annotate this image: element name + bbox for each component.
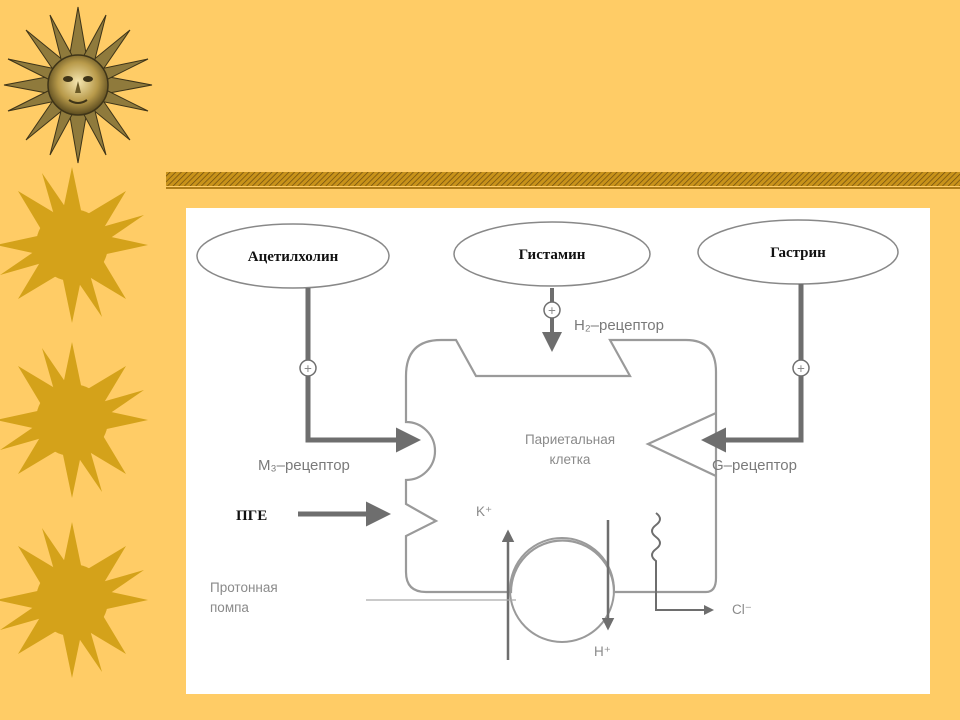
svg-text:+: + (304, 361, 312, 376)
proton-pump (509, 537, 615, 643)
gold-sun-icon (0, 522, 148, 678)
gastrin-node (697, 219, 899, 285)
proton-pump-label-line2: помпа (210, 600, 249, 615)
acetylcholine-node (196, 223, 390, 289)
h-ion-label: H⁺ (594, 644, 611, 659)
metallic-sun-icon (3, 6, 153, 164)
gastrin-pathway-arrow (701, 284, 804, 453)
svg-text:+: + (797, 361, 805, 376)
k-ion-label: K⁺ (476, 504, 492, 519)
divider-line (166, 172, 960, 189)
acetylcholine-pathway-arrow (305, 288, 421, 453)
cl-ion-label: Cl⁻ (732, 602, 752, 617)
g-receptor-notch (645, 411, 717, 477)
cell-label-line2: клетка (550, 452, 591, 467)
histamine-node (453, 221, 651, 287)
g-receptor-label: G–рецептор (712, 457, 797, 474)
gold-sun-icon (0, 342, 148, 498)
diagram-panel: Ацетилхолин Гистамин Гастрин + + + (186, 208, 930, 694)
h2-receptor-label: H₂–рецептор (574, 317, 664, 334)
histamine-label: Гистамин (519, 247, 586, 263)
cl-channel-coil (651, 512, 714, 615)
parietal-cell-diagram: Ацетилхолин Гистамин Гастрин + + + (196, 219, 899, 660)
plus-sign-icon (792, 359, 810, 377)
gastrin-label: Гастрин (770, 245, 826, 261)
plus-sign-icon (543, 301, 561, 319)
proton-pump-label-line1: Протонная (210, 580, 278, 595)
plus-sign-icon (299, 359, 317, 377)
acetylcholine-label: Ацетилхолин (248, 249, 339, 265)
cell-label-line1: Париетальная (525, 432, 615, 447)
svg-text:+: + (548, 303, 556, 318)
gold-sun-icon (0, 167, 148, 323)
pge-label: ПГЕ (236, 508, 267, 524)
sun-decorations (0, 6, 153, 678)
parietal-cell-outline (404, 338, 718, 594)
m3-receptor-label: M₃–рецептор (258, 457, 350, 474)
